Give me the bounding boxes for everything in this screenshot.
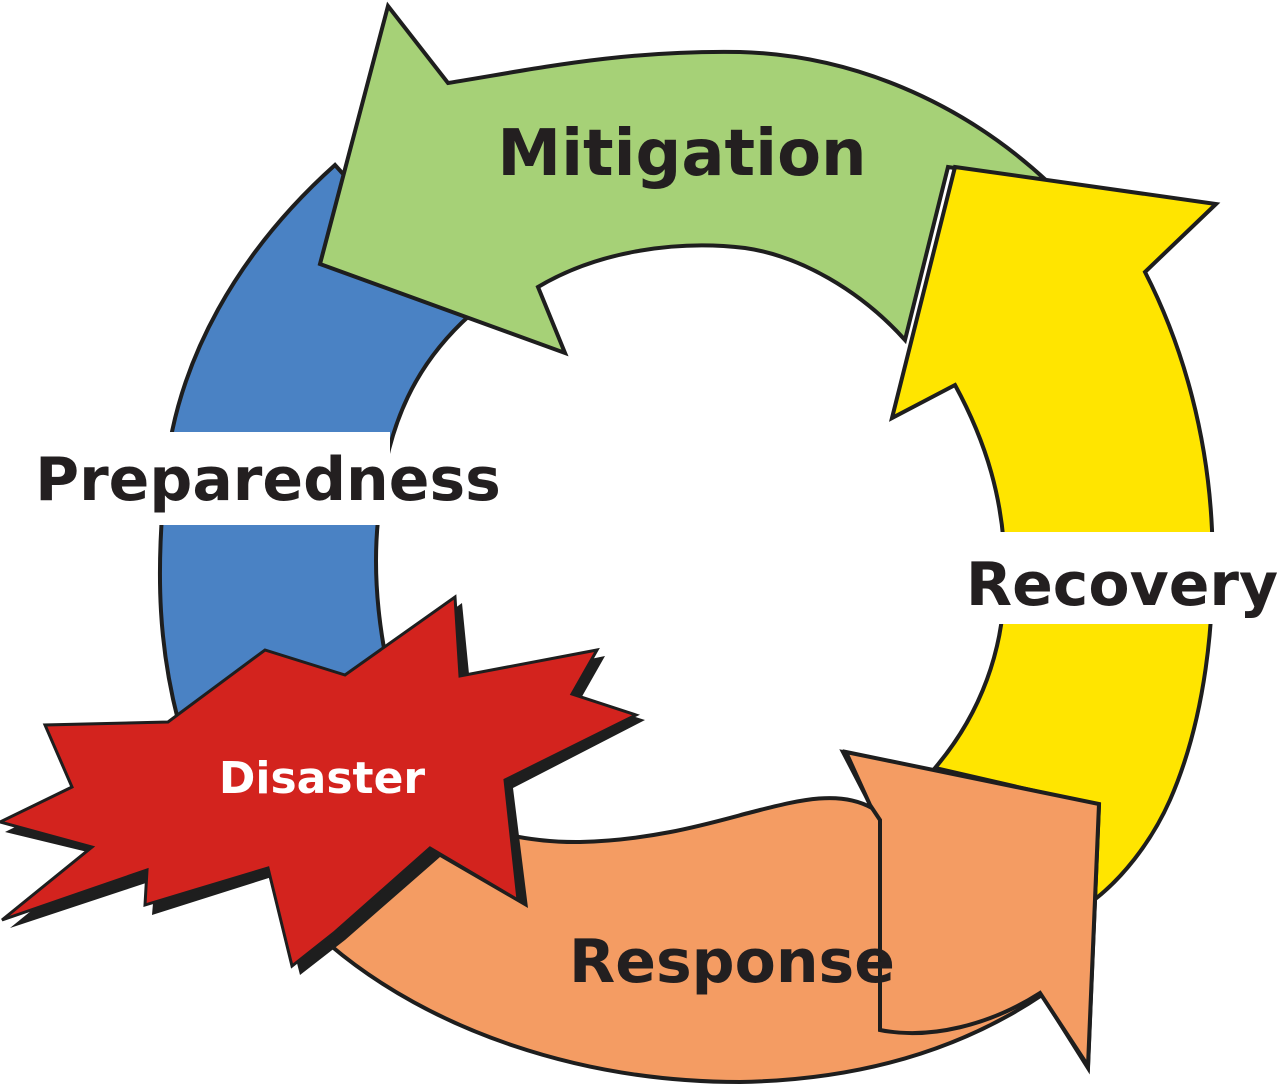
mitigation-label: Mitigation <box>497 117 866 191</box>
preparedness-label-band <box>140 432 390 525</box>
response-label: Response <box>569 927 895 997</box>
response-arrow-head <box>842 749 1102 1073</box>
recovery-label: Recovery <box>966 550 1278 620</box>
disaster-burst <box>0 594 640 969</box>
disaster-label: Disaster <box>219 753 426 804</box>
mitigation-arrow <box>317 1 1055 357</box>
preparedness-label: Preparedness <box>35 445 501 515</box>
recovery-label-band <box>990 532 1230 624</box>
